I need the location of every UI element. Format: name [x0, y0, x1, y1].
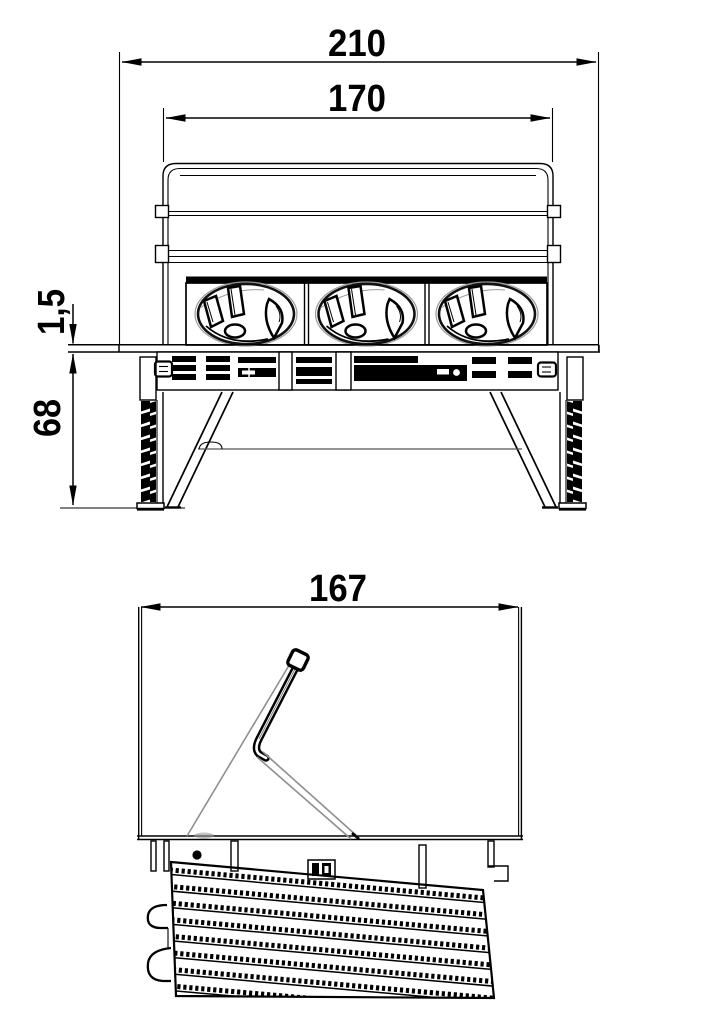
- dim-label-68: 68: [27, 399, 69, 437]
- right-leg: [488, 390, 560, 509]
- side-view: 167: [137, 568, 523, 1000]
- socket-row: [185, 276, 548, 348]
- lever-grip: [286, 648, 310, 672]
- dim-label-167: 167: [309, 568, 367, 610]
- side-notch: [154, 204, 170, 219]
- spring-hook: [146, 903, 168, 930]
- right-clamp-wall: [557, 355, 588, 511]
- dimension-mounting-depth: 68: [27, 353, 185, 509]
- mounting-plate: [68, 344, 600, 353]
- spring-hook: [146, 946, 172, 983]
- front-view: 210 170: [27, 23, 600, 511]
- socket-outlet-2: [314, 280, 419, 348]
- dimension-overall-width: 210: [118, 23, 600, 352]
- clamp-ribs: [171, 866, 494, 998]
- housing-box: [137, 607, 523, 841]
- ribbed-clamp-block: [169, 860, 496, 1000]
- clamp-strip: [153, 351, 559, 391]
- mounting-hole: [192, 850, 202, 860]
- lever-arm: [262, 751, 358, 837]
- lever-shadow: [194, 832, 214, 839]
- cover-body: [154, 162, 562, 344]
- dimension-body-width: 170: [162, 78, 554, 162]
- lever-arm: [256, 756, 352, 840]
- dimension-cover-thickness: 1,5: [31, 289, 77, 344]
- inner-rail: [198, 441, 522, 450]
- side-notch: [546, 204, 562, 219]
- lever-rod: [186, 656, 295, 837]
- under-box-fittings: [146, 840, 509, 983]
- clamp-lever: [186, 648, 360, 840]
- socket-outlet-3: [434, 280, 540, 348]
- dim-label-210: 210: [328, 23, 386, 65]
- dim-label-170: 170: [328, 78, 386, 120]
- dimension-side-width: 167: [140, 568, 519, 611]
- dim-label-1-5: 1,5: [31, 289, 73, 335]
- socket-outlet-1: [193, 280, 299, 348]
- left-leg: [163, 390, 235, 509]
- side-notch: [154, 244, 170, 264]
- side-notch: [546, 244, 562, 264]
